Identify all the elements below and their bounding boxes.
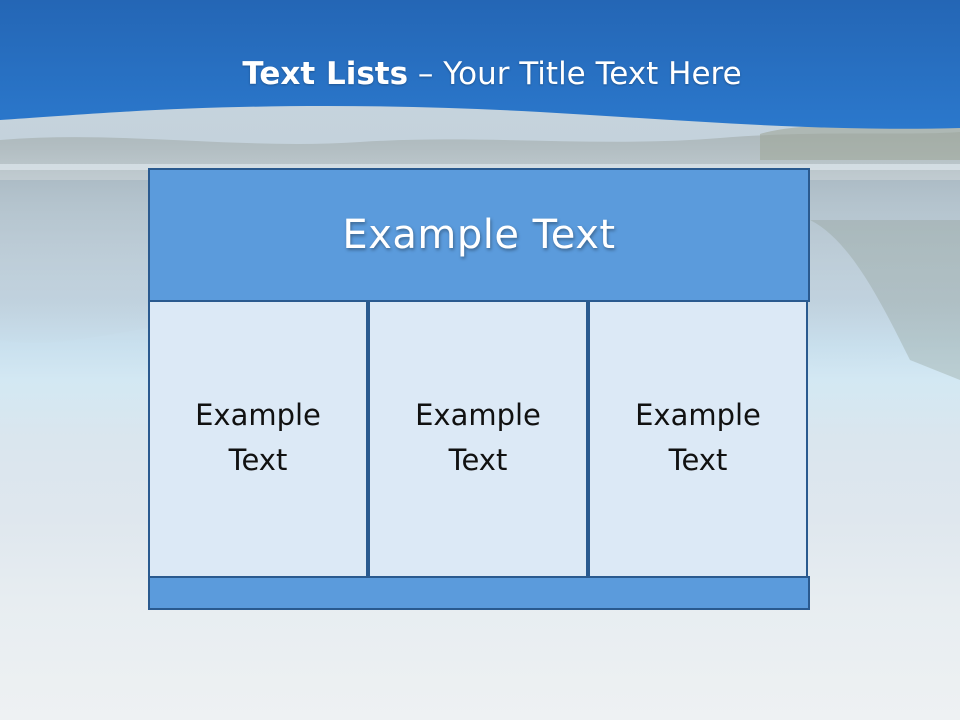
- text-list-diagram: Example Text Example Text Example Text E…: [148, 168, 810, 610]
- slide-title: Text Lists – Your Title Text Here: [0, 52, 960, 96]
- list-column-2-text: Example Text: [415, 398, 541, 477]
- list-column-2: Example Text: [368, 300, 588, 578]
- diagram-footer-bar: [148, 576, 810, 610]
- diagram-header-box: Example Text: [148, 168, 810, 302]
- title-subtitle-part: – Your Title Text Here: [408, 56, 742, 92]
- list-column-3: Example Text: [588, 300, 808, 578]
- list-column-3-text: Example Text: [635, 398, 761, 477]
- list-column-1: Example Text: [148, 300, 368, 578]
- title-banner: [0, 0, 960, 129]
- list-column-1-text: Example Text: [195, 398, 321, 477]
- diagram-header-text: Example Text: [342, 212, 616, 258]
- title-bold-part: Text Lists: [242, 56, 409, 92]
